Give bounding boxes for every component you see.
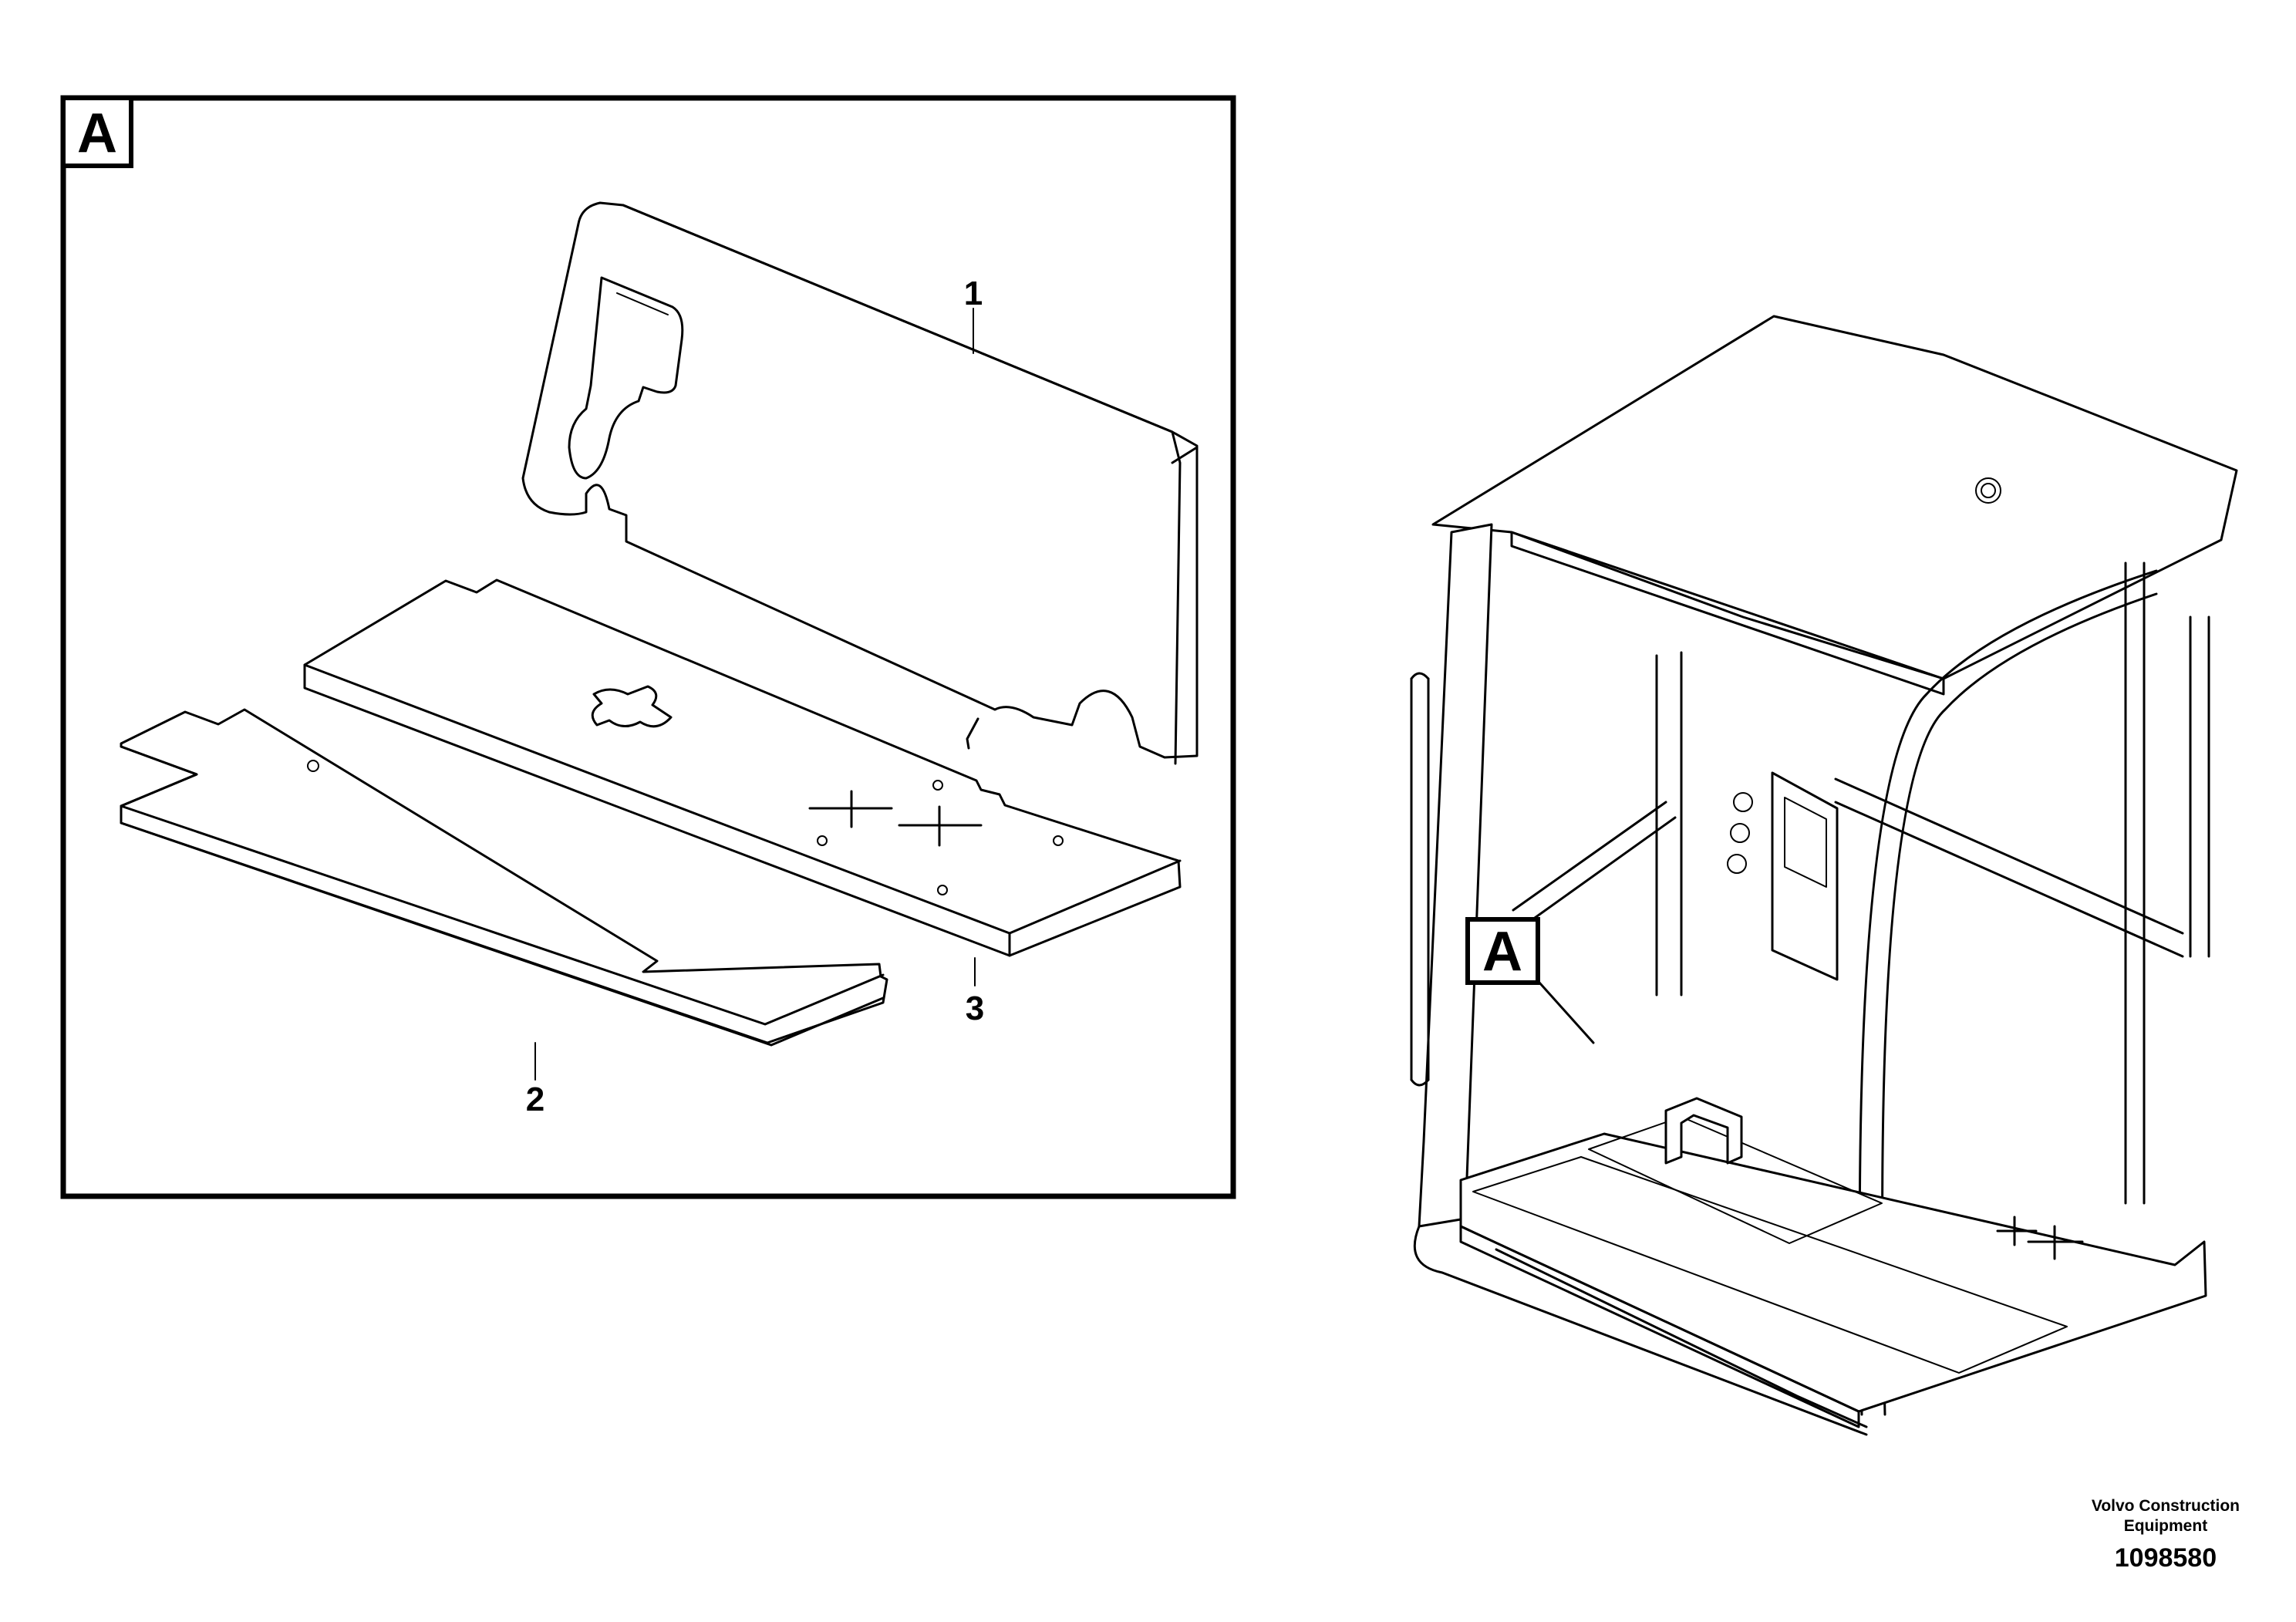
detail-view-tag: A: [77, 103, 117, 164]
cab-grab-handle-left-ends: [1410, 672, 1430, 1087]
cab-roof-edge: [1510, 531, 1945, 696]
part-2-mat: [120, 708, 888, 1047]
document-number: 1098580: [2114, 1543, 2217, 1573]
cab-rear-pillar-left: [1655, 651, 1683, 996]
roof-vent-inner: [1981, 483, 1996, 498]
part-3-floor-plate: [303, 578, 1182, 957]
backrest-cutout-bevel: [616, 292, 669, 315]
cab-floor-base-edge: [1459, 1225, 1860, 1428]
roof-vent: [1975, 477, 2001, 504]
bolt-hole: [1053, 835, 1064, 846]
cab-front-pillar: [1418, 523, 1493, 1228]
item-label-3: 3: [966, 990, 984, 1027]
cab-floor-lower-edge: [1495, 1248, 1868, 1428]
vent-knob: [1727, 854, 1747, 874]
seat-bracket: [1664, 1097, 1743, 1165]
cross-mark: [898, 805, 983, 847]
cab-roof: [1431, 315, 2238, 680]
cab-door-frame-inner: [1881, 592, 2158, 1416]
overview-tag-box: [1465, 917, 1540, 985]
backrest-panel-corner: [1171, 446, 1199, 464]
company-name-line2: Equipment: [2123, 1517, 2208, 1535]
cab-rear-rail: [1834, 777, 2184, 958]
cab-seat-plate: [1588, 1116, 1883, 1244]
backrest-cutout: [568, 276, 684, 480]
detail-frame: [60, 95, 1236, 1199]
bolt-hole: [817, 835, 828, 846]
cab-rear-panel-window: [1784, 797, 1827, 888]
cross-mark: [808, 790, 893, 828]
cab-floor-mat: [1472, 1156, 2068, 1374]
overview-view-tag: A: [1482, 921, 1522, 983]
vent-knob: [1730, 823, 1750, 843]
vent-knob: [1733, 792, 1753, 812]
part-1-backrest-panel: [521, 201, 1199, 765]
cab-rear-pillar-right: [2124, 561, 2146, 1205]
item-label-2: 2: [526, 1081, 544, 1118]
cab-cross-bar: [1512, 801, 1677, 927]
mat-edge: [120, 745, 885, 1047]
overview-leader: [1538, 981, 1595, 1044]
cab-grab-handle-right: [2189, 615, 2210, 958]
detail-view-a: A: [60, 95, 1236, 1199]
bolt-hole: [932, 780, 943, 791]
cab-floor-base: [1459, 1132, 2207, 1413]
bolt-hole: [937, 885, 948, 895]
floor-plate-cutout: [591, 685, 673, 728]
company-name-line1: Volvo Construction: [2091, 1497, 2240, 1515]
backrest-notch: [966, 717, 979, 750]
cross-mark: [2027, 1225, 2084, 1260]
cross-mark: [1996, 1216, 2038, 1246]
cab-door-frame-outer: [1858, 569, 2158, 1416]
detail-tag-box: [61, 96, 133, 168]
bolt-hole: [307, 760, 319, 772]
backrest-panel-face: [521, 201, 1199, 759]
cab-grab-handle-left: [1410, 677, 1430, 1081]
item-label-1: 1: [964, 275, 983, 312]
cab-base-skirt: [1413, 1225, 1868, 1436]
backrest-panel-edge: [622, 204, 1182, 765]
cab-overview: A: [1410, 315, 2238, 1436]
mat-top-edge: [120, 804, 885, 1026]
title-block: Volvo Construction Equipment 1098580: [2092, 1496, 2240, 1575]
